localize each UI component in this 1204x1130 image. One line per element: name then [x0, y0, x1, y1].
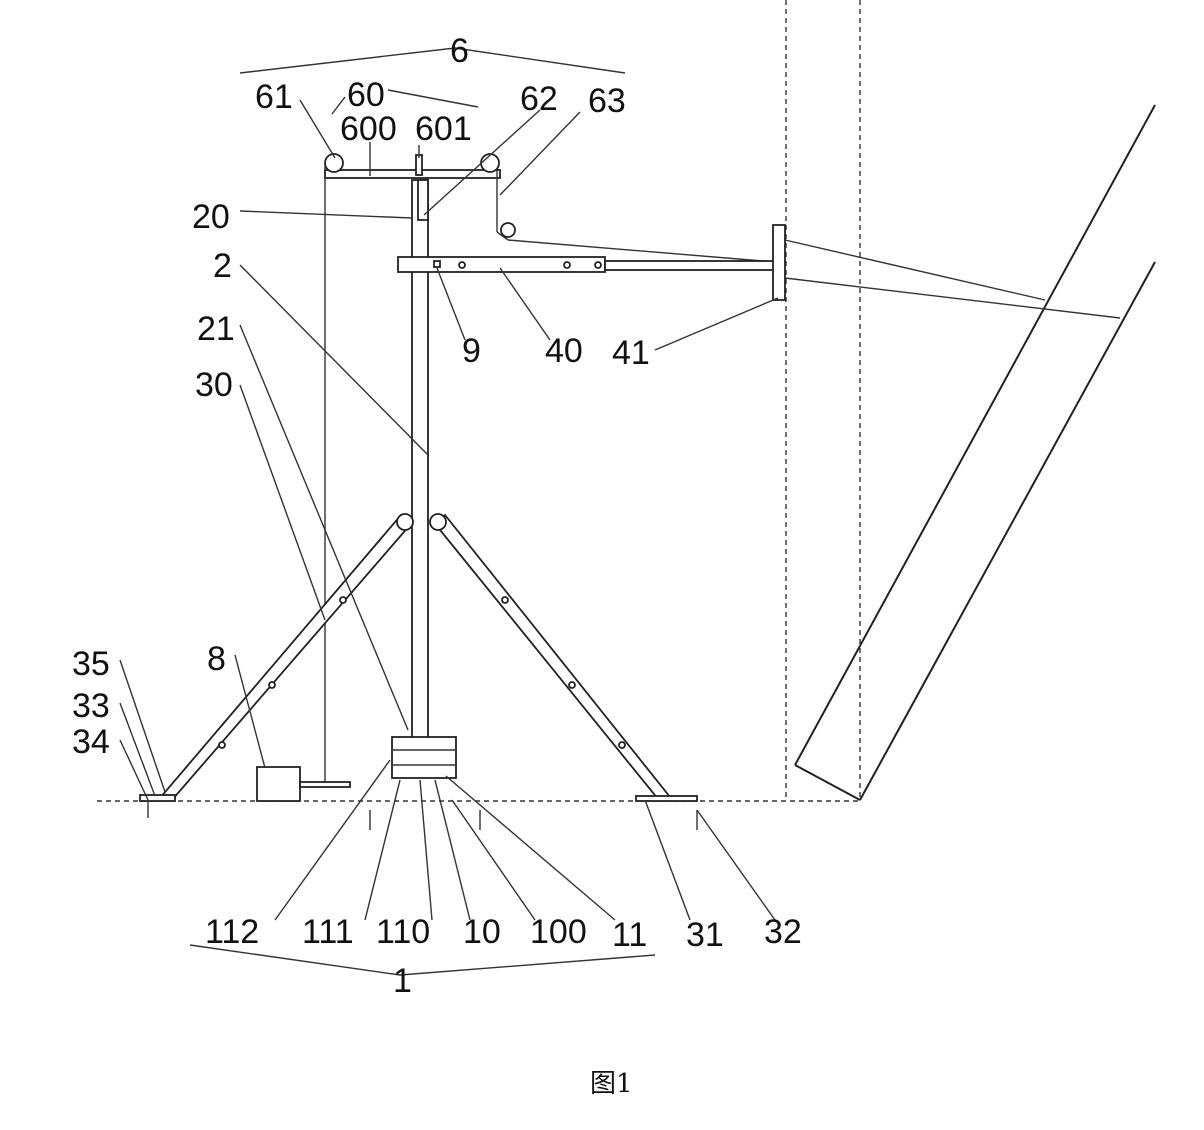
label-110: 110: [376, 913, 430, 951]
label-20: 20: [192, 198, 230, 236]
label-6: 6: [450, 32, 469, 70]
label-11: 11: [612, 916, 647, 954]
inclined-structure: [784, 104, 1156, 801]
counterweight: [256, 766, 351, 802]
label-34: 34: [72, 723, 110, 761]
label-112: 112: [205, 913, 259, 951]
label-63: 63: [588, 82, 626, 120]
label-100: 100: [530, 913, 587, 951]
label-61: 61: [255, 78, 293, 116]
label-32: 32: [764, 913, 802, 951]
label-60: 60: [347, 76, 385, 114]
label-62: 62: [520, 80, 558, 118]
reference-numerals: 6 61 60 600 601 62 63 20 2 21 30 9 40 41…: [72, 32, 802, 1099]
label-1: 1: [393, 962, 412, 1000]
label-41: 41: [612, 334, 650, 372]
label-2: 2: [213, 247, 232, 285]
label-600: 600: [340, 110, 397, 148]
label-10: 10: [463, 913, 501, 951]
label-35: 35: [72, 645, 110, 683]
label-9: 9: [462, 332, 481, 370]
label-601: 601: [415, 110, 472, 148]
legs: [139, 513, 698, 818]
label-40: 40: [545, 332, 583, 370]
leader-lines: [119, 47, 779, 976]
arm: [397, 224, 786, 301]
figure-caption: 图1: [590, 1069, 633, 1099]
label-8: 8: [207, 640, 226, 678]
reference-lines: [97, 0, 861, 802]
base: [369, 736, 698, 830]
label-30: 30: [195, 366, 233, 404]
label-21: 21: [197, 310, 235, 348]
label-31: 31: [686, 916, 724, 954]
top-pulley-assembly: [324, 153, 776, 785]
label-33: 33: [72, 687, 110, 725]
label-111: 111: [302, 913, 354, 951]
